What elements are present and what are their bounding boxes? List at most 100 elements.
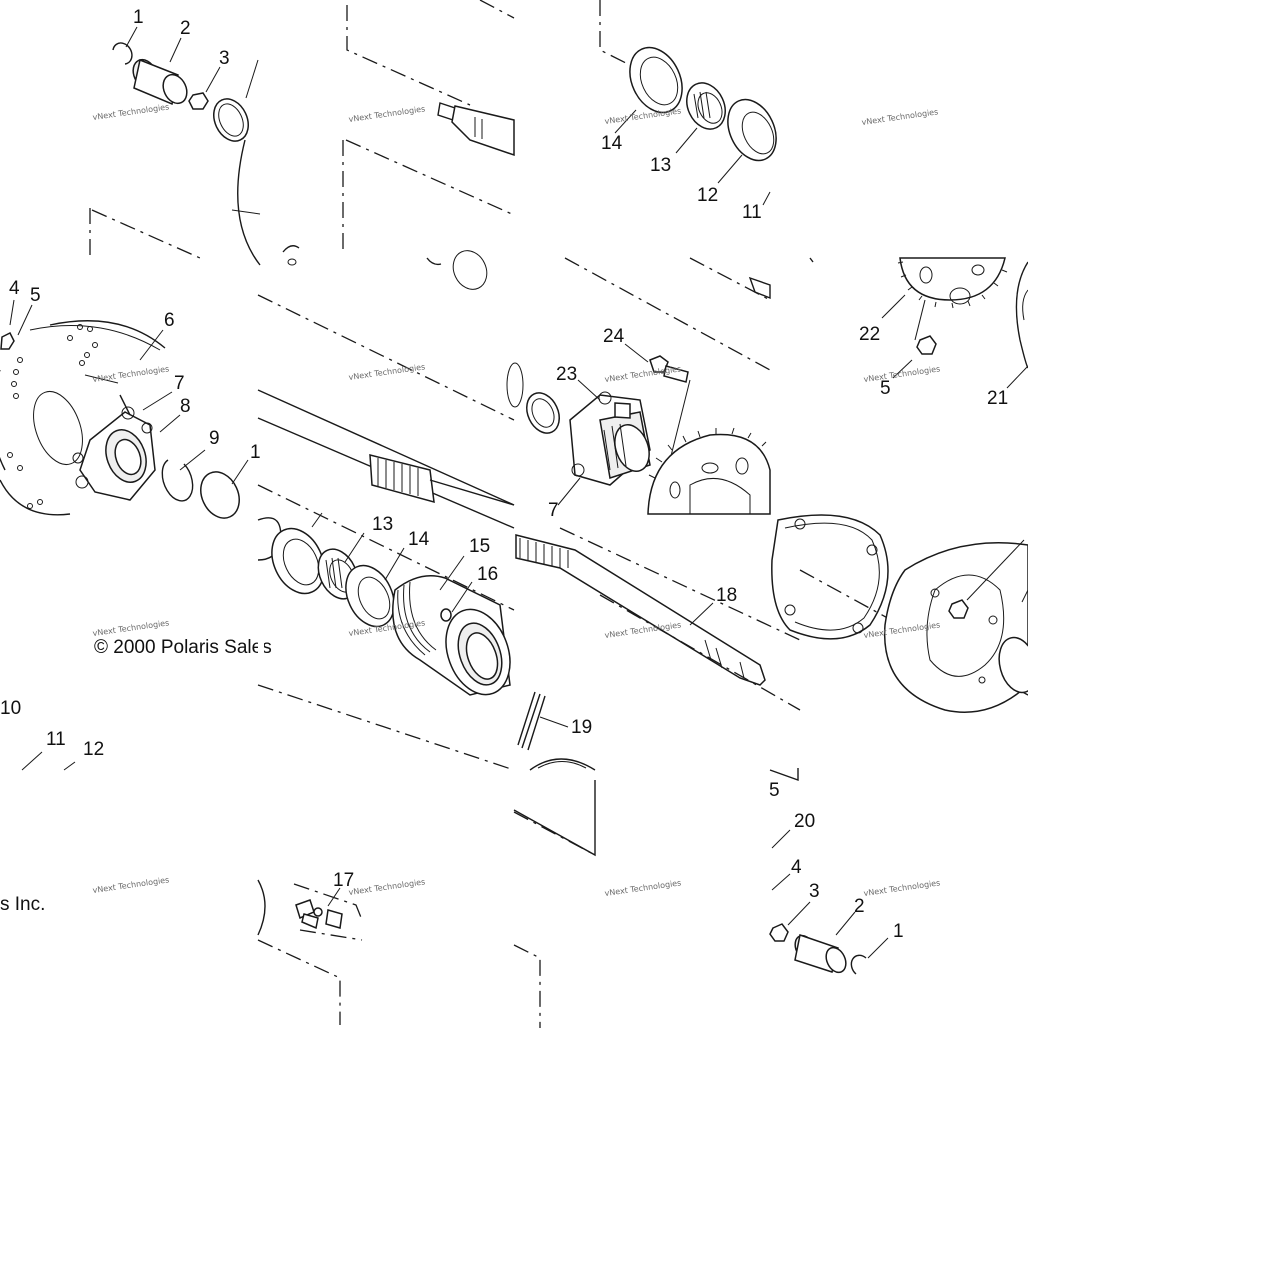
stud-23 xyxy=(614,402,631,419)
tile-top-right xyxy=(599,0,777,206)
sprocket xyxy=(647,427,771,515)
callout: 11 xyxy=(742,202,762,223)
callout: 16 xyxy=(477,564,498,585)
callout: 22 xyxy=(859,324,880,345)
watermark: vNext Technologies xyxy=(863,364,941,384)
callout: 5 xyxy=(30,285,41,306)
watermark: vNext Technologies xyxy=(863,878,941,898)
axle-shaft-18 xyxy=(515,534,766,686)
bearing-cup-12b xyxy=(271,527,325,595)
bearing-cone-13 xyxy=(686,82,726,130)
bushing-2 xyxy=(132,58,188,106)
watermark: vNext Technologies xyxy=(348,104,426,124)
callout: 6 xyxy=(164,310,175,331)
bolts-17 xyxy=(295,899,343,930)
tile-center xyxy=(257,250,515,529)
nut-5b xyxy=(916,335,937,355)
tile-lower-right xyxy=(513,527,801,857)
circlip-1b xyxy=(850,954,867,975)
tile-bottom-center xyxy=(257,879,363,1025)
tile-top-left xyxy=(89,26,261,266)
seal-10 xyxy=(200,471,240,519)
nut-5 xyxy=(0,331,15,350)
bearing-cup-14 xyxy=(629,46,683,114)
callout: 15 xyxy=(469,536,490,557)
callout: 5 xyxy=(769,780,780,801)
brake-disc xyxy=(883,542,1038,713)
hub-8 xyxy=(72,406,156,501)
carrier-ring xyxy=(771,514,889,640)
callout: 9 xyxy=(209,428,220,449)
tile-center-far xyxy=(809,257,1029,389)
callout: 21 xyxy=(987,388,1008,409)
callout: 17 xyxy=(333,870,354,891)
callout: 19 xyxy=(571,717,592,738)
tile-center-right xyxy=(506,257,771,515)
nut-5c xyxy=(948,599,969,619)
watermark: vNext Technologies xyxy=(348,362,426,382)
callout: 5 xyxy=(880,378,891,399)
callout: 10 xyxy=(0,698,21,719)
callout: 13 xyxy=(650,155,671,176)
tile-mid-left xyxy=(0,299,249,519)
callout: 24 xyxy=(603,326,625,347)
callout: 14 xyxy=(408,529,430,550)
watermark: vNext Technologies xyxy=(861,107,939,127)
bearing-cup-12 xyxy=(727,98,777,162)
callout: 18 xyxy=(716,585,737,606)
callout: 23 xyxy=(556,364,577,385)
watermark: vNext Technologies xyxy=(92,875,170,895)
tile-bottom-far xyxy=(769,829,889,975)
copyright-line-2: s Inc. xyxy=(0,894,45,915)
grease-fitting-16 xyxy=(440,608,452,622)
nut-3b xyxy=(769,923,789,942)
callout: 2 xyxy=(180,18,191,39)
callout-labels: 1 2 3 14 13 12 11 4 5 6 7 8 9 1 24 23 7 … xyxy=(0,7,1008,942)
watermark: vNext Technologies xyxy=(604,878,682,898)
watermark: vNext Technologies xyxy=(92,364,170,384)
watermark: vNext Technologies xyxy=(92,618,170,638)
bearing-cup-14b xyxy=(345,564,395,628)
tile-top-center xyxy=(282,0,515,266)
tile-bottom-right xyxy=(513,944,541,1028)
copyright-line-1: © 2000 Polaris Sales xyxy=(94,637,272,658)
o-ring xyxy=(526,392,560,434)
watermark: vNext Technologies xyxy=(92,102,170,122)
tile-lower-left xyxy=(21,751,76,771)
callout: 7 xyxy=(548,500,559,521)
callout: 8 xyxy=(180,396,191,417)
callout: 7 xyxy=(174,373,185,394)
callout: 20 xyxy=(794,811,815,832)
callout: 1 xyxy=(133,7,144,28)
tile-lower-far xyxy=(771,514,1038,713)
circlip-9 xyxy=(161,459,194,502)
watermark: vNext Technologies xyxy=(604,620,682,640)
callout: 12 xyxy=(83,739,104,760)
watermark: vNext Technologies xyxy=(604,106,682,126)
callout: 1 xyxy=(893,921,904,942)
callout: 14 xyxy=(601,133,623,154)
sprocket-hub-23 xyxy=(569,391,651,486)
bushing-2b xyxy=(794,934,847,974)
callout: 13 xyxy=(372,514,393,535)
callout: 11 xyxy=(46,729,66,750)
strap-19 xyxy=(517,691,546,751)
watermark: vNext Technologies xyxy=(348,877,426,897)
ring-seal xyxy=(213,98,249,142)
tile-lower-center xyxy=(257,484,515,771)
stud-7 xyxy=(119,394,131,416)
bolt-24 xyxy=(649,355,689,383)
callout: 12 xyxy=(697,185,718,206)
callout: 4 xyxy=(791,857,802,878)
callout: 1 xyxy=(250,442,261,463)
circlip-1 xyxy=(112,42,133,65)
brake-disc-6 xyxy=(7,324,161,509)
watermark: vNext Technologies xyxy=(604,364,682,384)
callout: 4 xyxy=(9,278,20,299)
callout: 2 xyxy=(854,896,865,917)
callout: 3 xyxy=(809,881,820,902)
callout: 3 xyxy=(219,48,230,69)
sprocket-22 xyxy=(897,257,1008,309)
nut-3 xyxy=(188,92,209,110)
